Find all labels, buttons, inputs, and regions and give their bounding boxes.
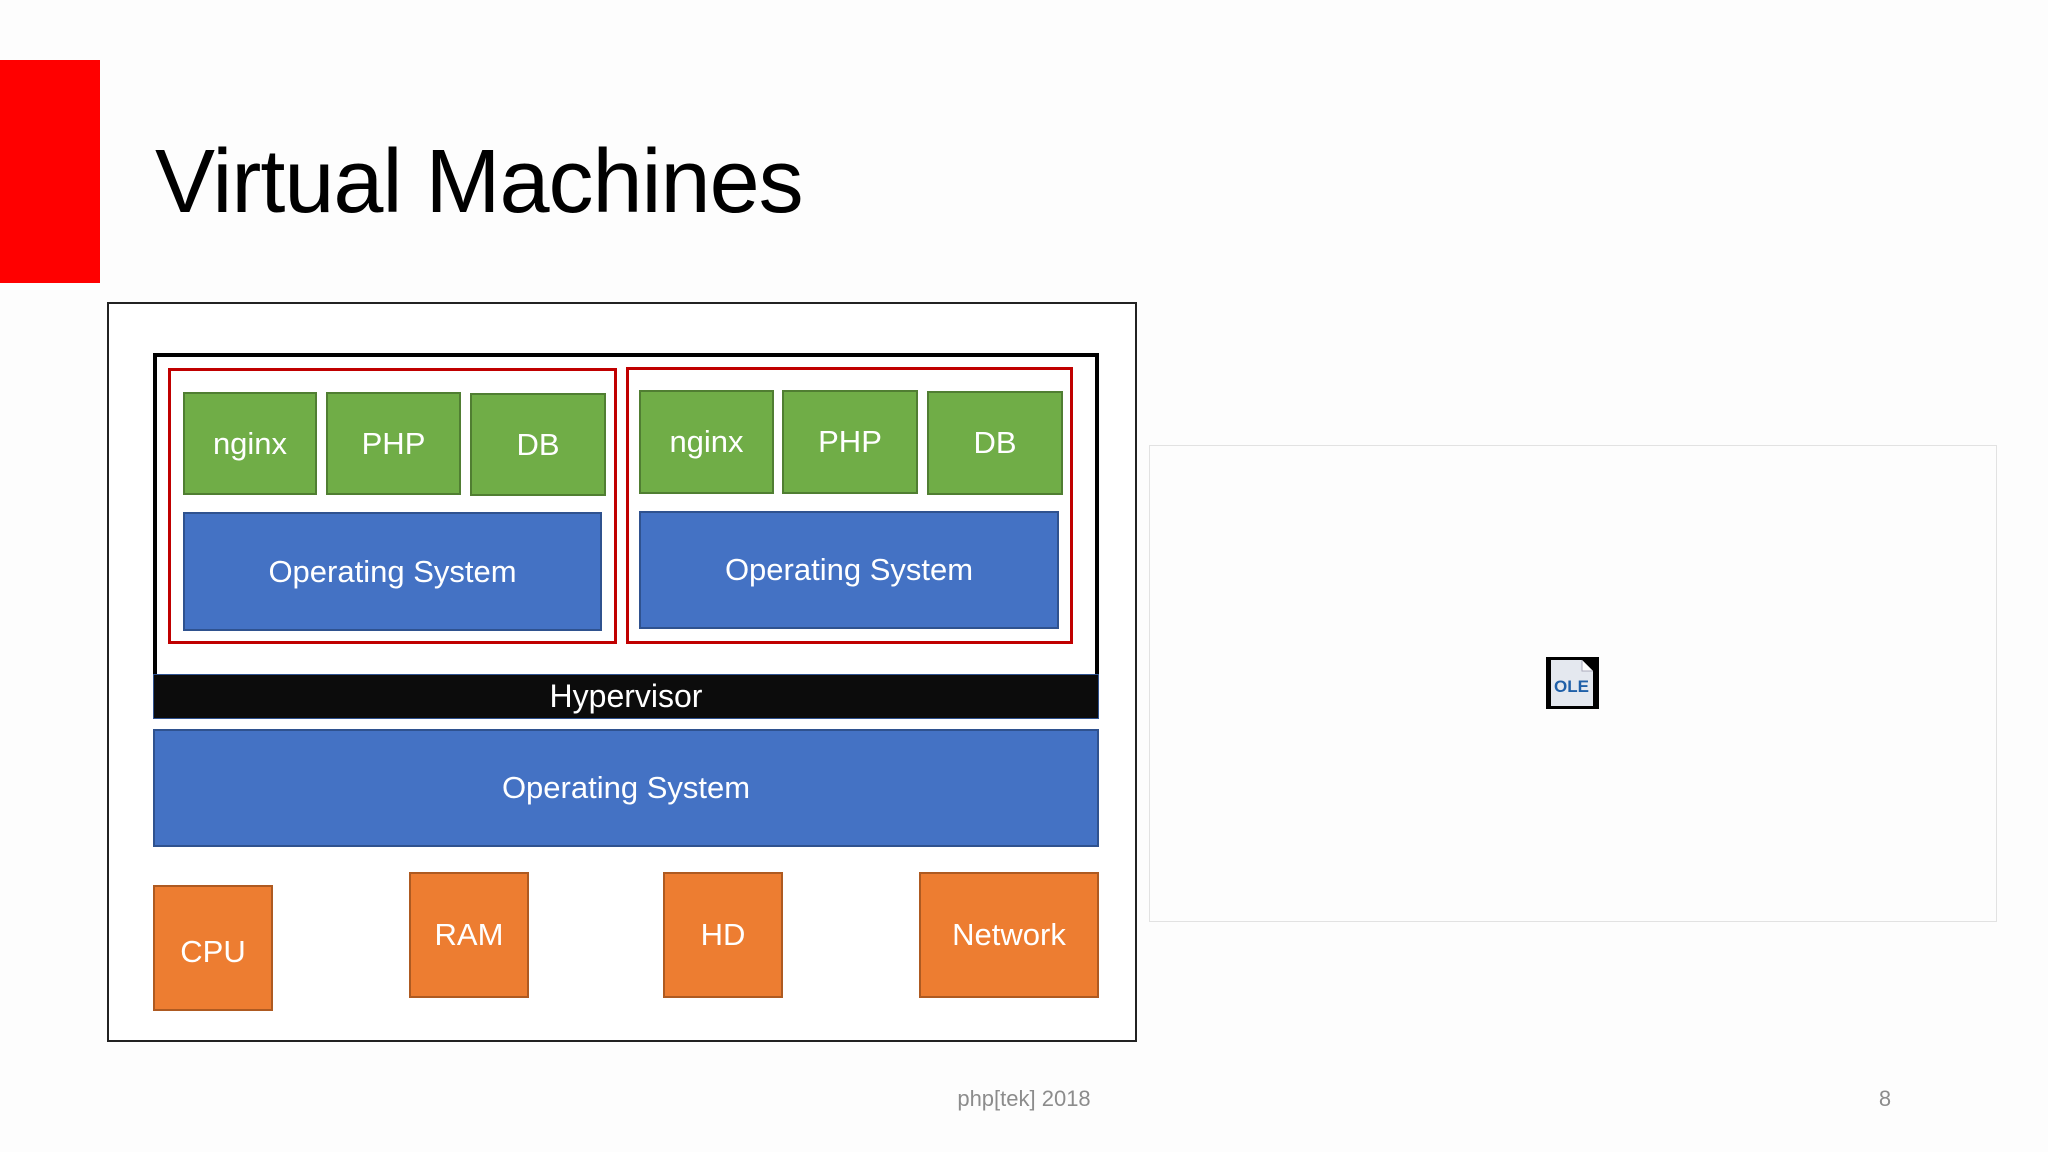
hardware-cpu: CPU	[153, 885, 273, 1011]
slide-title: Virtual Machines	[155, 132, 804, 232]
vm-2-app-db: DB	[927, 391, 1063, 495]
hardware-network: Network	[919, 872, 1099, 998]
hypervisor-layer: Hypervisor	[153, 674, 1099, 719]
vm-1-app-php: PHP	[326, 392, 461, 495]
ole-object-icon[interactable]: OLE	[1546, 657, 1599, 709]
hardware-ram: RAM	[409, 872, 529, 998]
vm-1-app-db: DB	[470, 393, 606, 496]
hardware-hd: HD	[663, 872, 783, 998]
vm-1-app-nginx: nginx	[183, 392, 317, 495]
footer-text: php[tek] 2018	[957, 1086, 1091, 1111]
vm-2	[626, 367, 1073, 644]
vm-1	[168, 368, 617, 644]
vm-2-app-nginx: nginx	[639, 390, 774, 494]
vm-2-os: Operating System	[639, 511, 1059, 629]
ole-icon-label: OLE	[1554, 677, 1589, 696]
title-accent-bar	[0, 60, 100, 283]
vm-2-app-php: PHP	[782, 390, 918, 494]
vm-1-os: Operating System	[183, 512, 602, 631]
page-number: 8	[1878, 1086, 1892, 1111]
host-os-layer: Operating System	[153, 729, 1099, 847]
